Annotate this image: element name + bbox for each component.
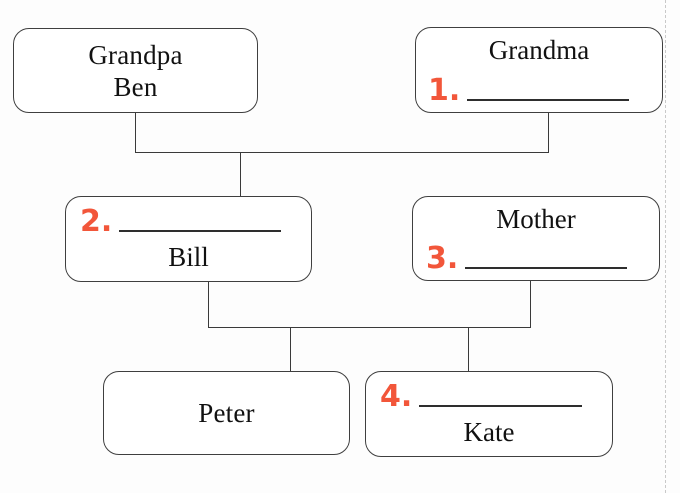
node-mother-inner: Mother 3. xyxy=(413,197,659,280)
node-son-label: Peter xyxy=(198,398,255,428)
node-father-inner: 2. Bill xyxy=(66,197,311,281)
connector-grandpa-down xyxy=(135,113,136,153)
node-son[interactable]: Peter xyxy=(103,371,350,455)
blank-2-number: 2. xyxy=(80,204,113,239)
node-son-inner: Peter xyxy=(104,372,349,454)
node-daughter[interactable]: 4. Kate xyxy=(365,371,613,457)
connector-to-daughter xyxy=(468,327,469,372)
blank-2[interactable]: 2. xyxy=(80,203,281,239)
page-edge xyxy=(665,0,666,493)
node-daughter-label: Kate xyxy=(463,417,515,447)
connector-mother-down xyxy=(530,281,531,328)
blank-4-number: 4. xyxy=(380,379,413,414)
node-mother-label: Mother xyxy=(496,204,576,234)
connector-father-down xyxy=(208,282,209,328)
blank-1-rule[interactable] xyxy=(467,99,629,101)
connector-to-son xyxy=(290,327,291,372)
node-grandpa[interactable]: Grandpa Ben xyxy=(13,28,258,113)
blank-1[interactable]: 1. xyxy=(428,73,629,108)
blank-2-rule[interactable] xyxy=(119,230,281,232)
connector-parents-bar xyxy=(208,327,531,328)
node-father-label: Bill xyxy=(168,242,209,272)
node-grandma-label: Grandma xyxy=(488,35,590,65)
blank-3-rule[interactable] xyxy=(465,267,627,269)
node-grandma-inner: Grandma 1. xyxy=(416,28,662,112)
blank-1-number: 1. xyxy=(428,73,461,108)
connector-grandma-down xyxy=(548,113,549,153)
blank-3[interactable]: 3. xyxy=(426,241,627,276)
node-grandpa-inner: Grandpa Ben xyxy=(14,29,257,112)
node-father[interactable]: 2. Bill xyxy=(65,196,312,282)
connector-to-father xyxy=(240,152,241,197)
node-daughter-inner: 4. Kate xyxy=(366,372,612,456)
node-mother[interactable]: Mother 3. xyxy=(412,196,660,281)
node-grandpa-label: Grandpa Ben xyxy=(88,40,183,102)
blank-4-rule[interactable] xyxy=(419,405,582,407)
blank-4[interactable]: 4. xyxy=(380,378,582,414)
connector-grandparents-bar xyxy=(135,152,549,153)
blank-3-number: 3. xyxy=(426,241,459,276)
node-grandma[interactable]: Grandma 1. xyxy=(415,27,663,113)
